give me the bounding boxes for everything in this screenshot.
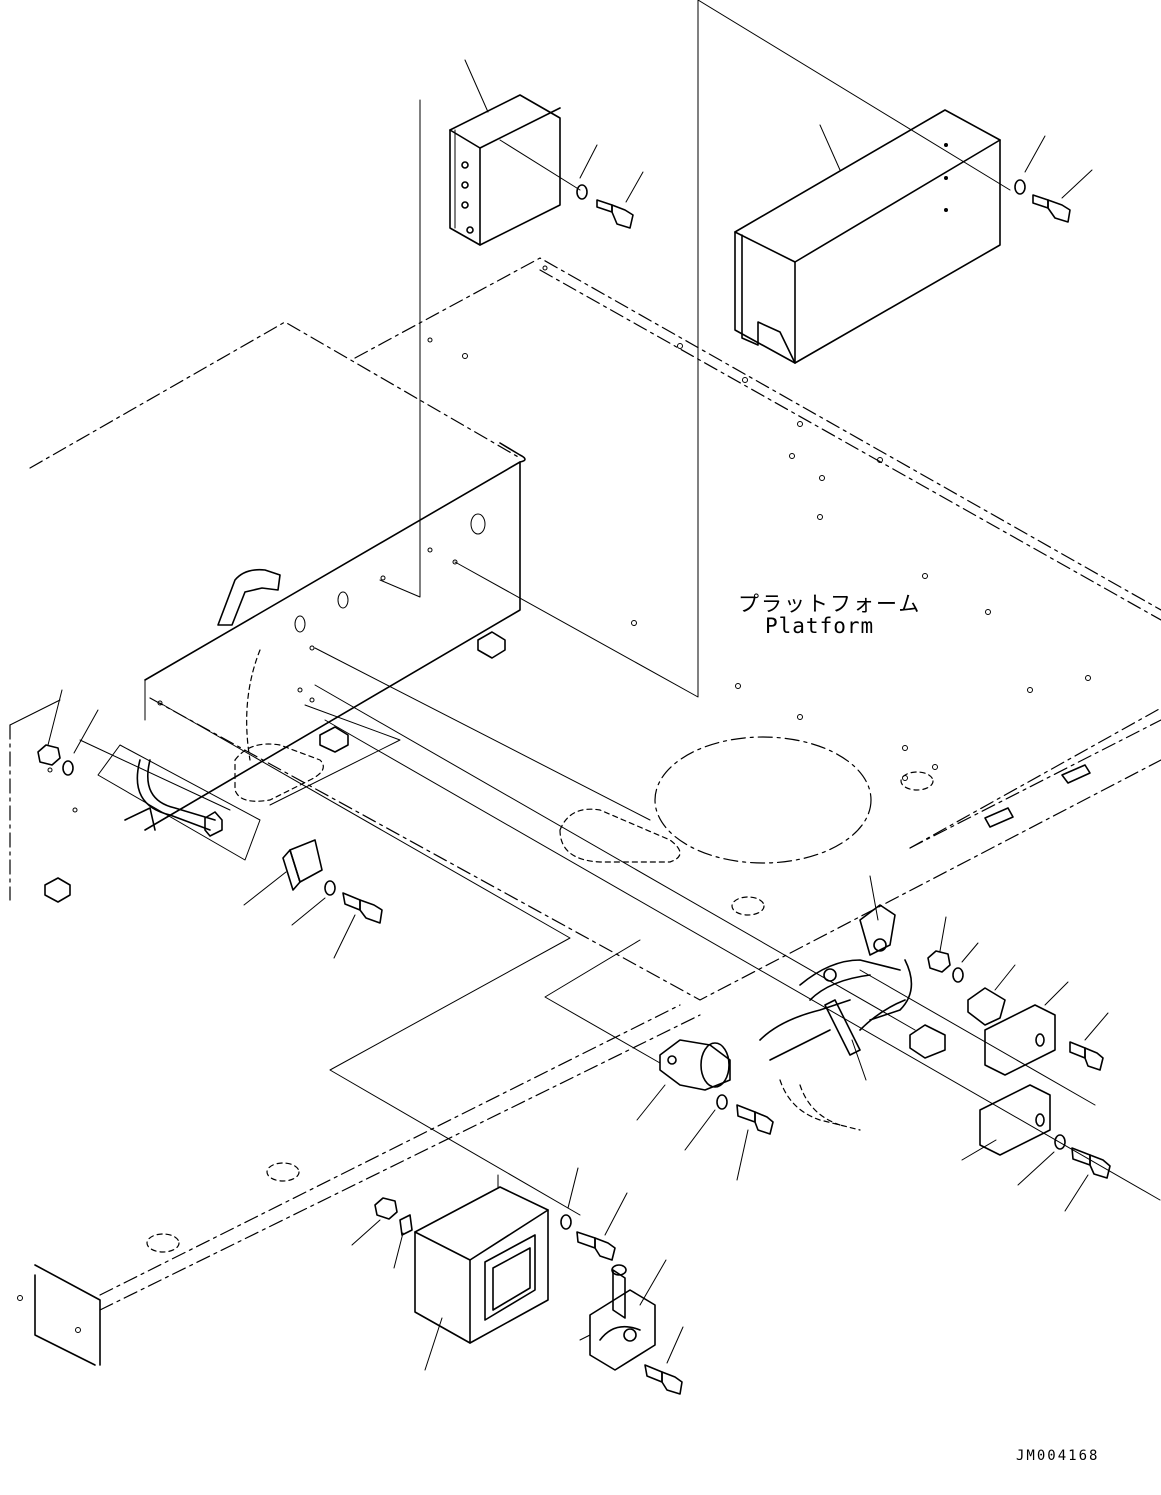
left-fasteners (37, 689, 99, 776)
right-fasteners (909, 916, 1111, 1212)
drawing-code: JM004168 (1016, 1448, 1100, 1464)
frame-box (9, 442, 526, 903)
platform-outline (29, 257, 1161, 1311)
platform-label-jp: プラットフォーム (738, 592, 922, 616)
lower-fasteners (351, 1167, 628, 1269)
relay-assembly (636, 1039, 774, 1181)
disconnect-switch (579, 1259, 684, 1395)
platform-holes (427, 265, 1091, 781)
cover-box (734, 109, 1093, 364)
leader-lines (79, 0, 1161, 1216)
right-clips (984, 764, 1091, 828)
switch-housing (414, 1174, 549, 1371)
controller-box (449, 59, 561, 246)
wiring-harness (759, 875, 913, 1131)
ground-cable (97, 744, 261, 861)
controller-fasteners (576, 144, 644, 229)
platform-label-en: Platform (765, 614, 875, 638)
bracket-fasteners (243, 839, 383, 959)
platform-edge (17, 1264, 101, 1366)
